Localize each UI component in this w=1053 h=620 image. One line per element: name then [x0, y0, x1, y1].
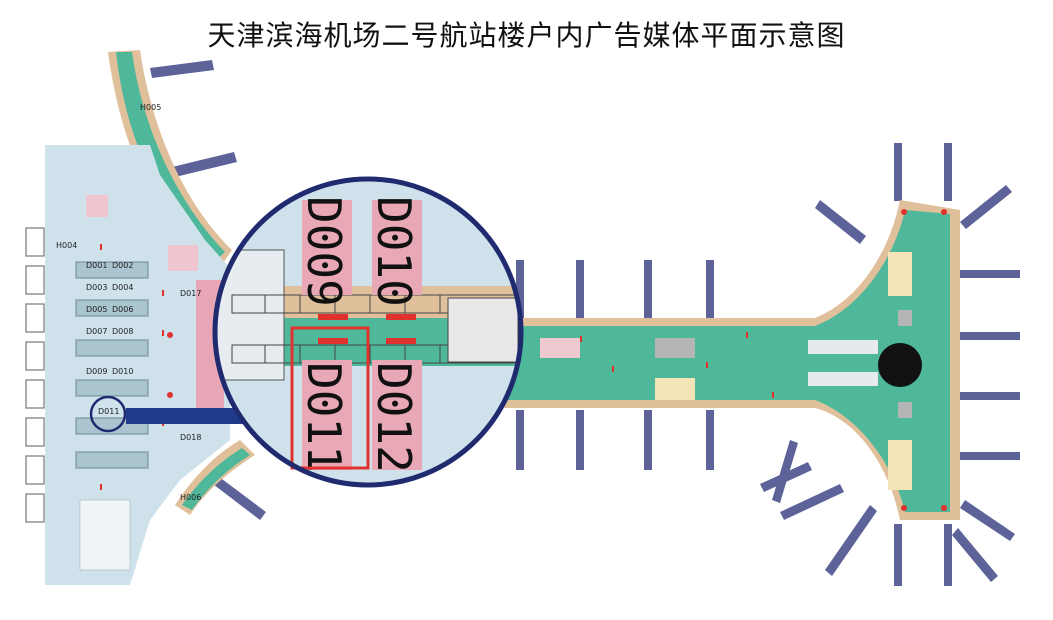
connector-shops	[540, 252, 922, 490]
zoom-label-d009: D009	[297, 196, 351, 307]
map-label-d004: D004	[112, 283, 133, 292]
terminal-markers	[100, 244, 173, 490]
map-label-d006: D006	[112, 305, 133, 314]
check-in-islands	[75, 261, 149, 469]
map-label-h005: H005	[140, 103, 161, 112]
source-magnifier	[89, 395, 127, 433]
zoom-label-d011: D011	[297, 362, 351, 473]
south-pier-green	[182, 448, 250, 510]
map-label-d002: D002	[112, 261, 133, 270]
map-label-d017: D017	[180, 289, 201, 298]
map-label-d007: D007	[86, 327, 107, 336]
rotunda	[878, 343, 922, 387]
connector-markers	[580, 209, 947, 511]
map-label-d010: D010	[112, 367, 133, 376]
zoom-label-d012: D012	[367, 362, 421, 473]
arrow-right-icon	[126, 398, 286, 434]
terminal-labels: D002 D004 D006 D008 D001 D003 D005 D007 …	[56, 103, 201, 502]
terminal-left-boxes	[25, 227, 45, 523]
map-label-d011: D011	[98, 407, 119, 416]
map-label-h004: H004	[56, 241, 77, 250]
map-label-d018: D018	[180, 433, 201, 442]
map-label-h006: H006	[180, 493, 201, 502]
zoom-label-d010: D010	[367, 196, 421, 307]
highlight-box	[290, 326, 370, 470]
page-title: 天津滨海机场二号航站楼户内广告媒体平面示意图	[207, 19, 846, 52]
map-label-d001: D001	[86, 261, 107, 270]
map-label-d005: D005	[86, 305, 107, 314]
map-label-d009: D009	[86, 367, 107, 376]
central-connector-green	[495, 210, 950, 512]
zoom-border	[212, 176, 524, 488]
map-label-d003: D003	[86, 283, 107, 292]
zoom-view: D009 D010 D011 D012	[212, 176, 524, 488]
north-pier-green	[116, 52, 225, 262]
map-label-d008: D008	[112, 327, 133, 336]
gate-bars	[150, 60, 1020, 586]
